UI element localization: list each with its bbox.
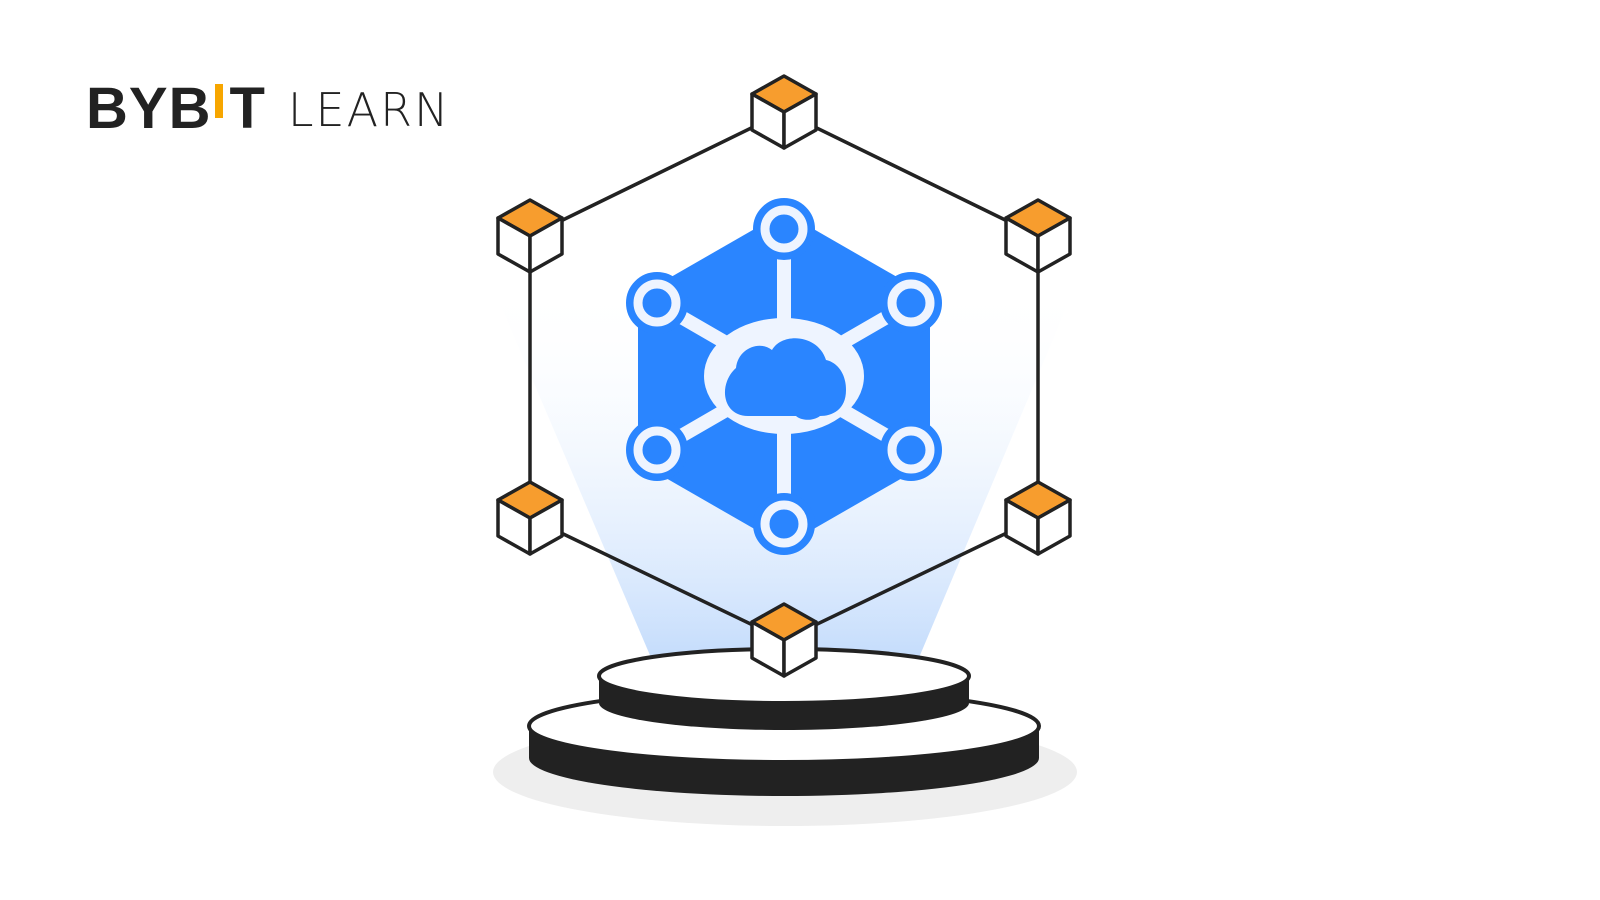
podium-top-tier [597, 647, 971, 730]
block-node-top [750, 74, 818, 150]
block-node-top-right [1004, 198, 1072, 274]
brand-text-1: BYB [86, 76, 212, 141]
brand-accent-bar [215, 84, 224, 118]
bybit-learn-logo: BYB T LEARN [86, 76, 451, 141]
block-node-bottom [750, 602, 818, 678]
block-node-bottom-left [496, 480, 564, 556]
cloud-network-hexagon-icon [626, 198, 942, 555]
block-node-bottom-right [1004, 480, 1072, 556]
cloud-icon [724, 338, 846, 420]
learn-label: LEARN [287, 83, 451, 137]
brand-text-2: T [229, 76, 266, 141]
block-node-top-left [496, 198, 564, 274]
brand-wordmark: BYB T [86, 76, 266, 141]
